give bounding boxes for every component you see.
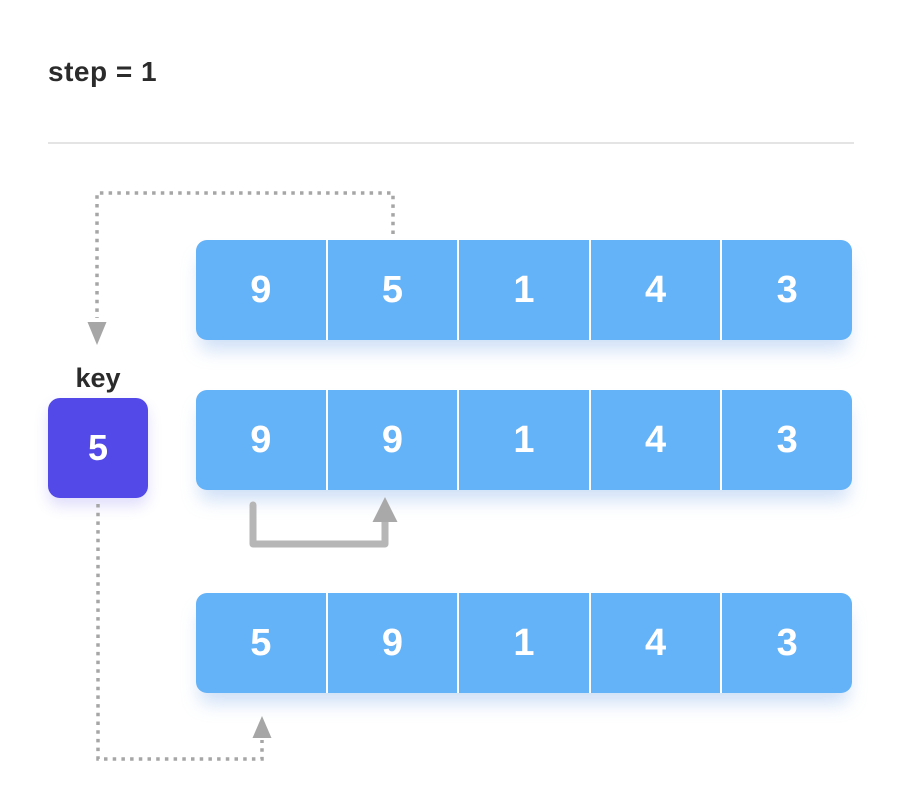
array-row-inserted: 5 9 1 4 3 [196, 593, 852, 693]
array-cell: 4 [590, 593, 723, 693]
shift-solid-arrow-icon [249, 497, 398, 548]
array-cell: 9 [327, 390, 460, 490]
array-row-initial: 9 5 1 4 3 [196, 240, 852, 340]
array-cell: 3 [722, 390, 852, 490]
key-label: key [75, 363, 121, 393]
array-cell: 5 [327, 240, 460, 340]
array-cell: 4 [590, 240, 723, 340]
array-cell: 9 [196, 240, 328, 340]
array-cell: 9 [327, 593, 460, 693]
array-cell: 5 [196, 593, 328, 693]
array-row-shifted: 9 9 1 4 3 [196, 390, 852, 490]
array-cell: 3 [722, 240, 852, 340]
array-cell: 4 [590, 390, 723, 490]
step-title: step = 1 [48, 56, 158, 87]
array-cell: 9 [196, 390, 328, 490]
array-cell: 3 [722, 593, 852, 693]
divider-line [48, 142, 854, 144]
array-cell: 1 [459, 593, 591, 693]
key-value: 5 [87, 427, 109, 468]
array-cell: 1 [459, 390, 591, 490]
key-value-box: 5 [48, 398, 148, 498]
array-cell: 1 [459, 240, 591, 340]
